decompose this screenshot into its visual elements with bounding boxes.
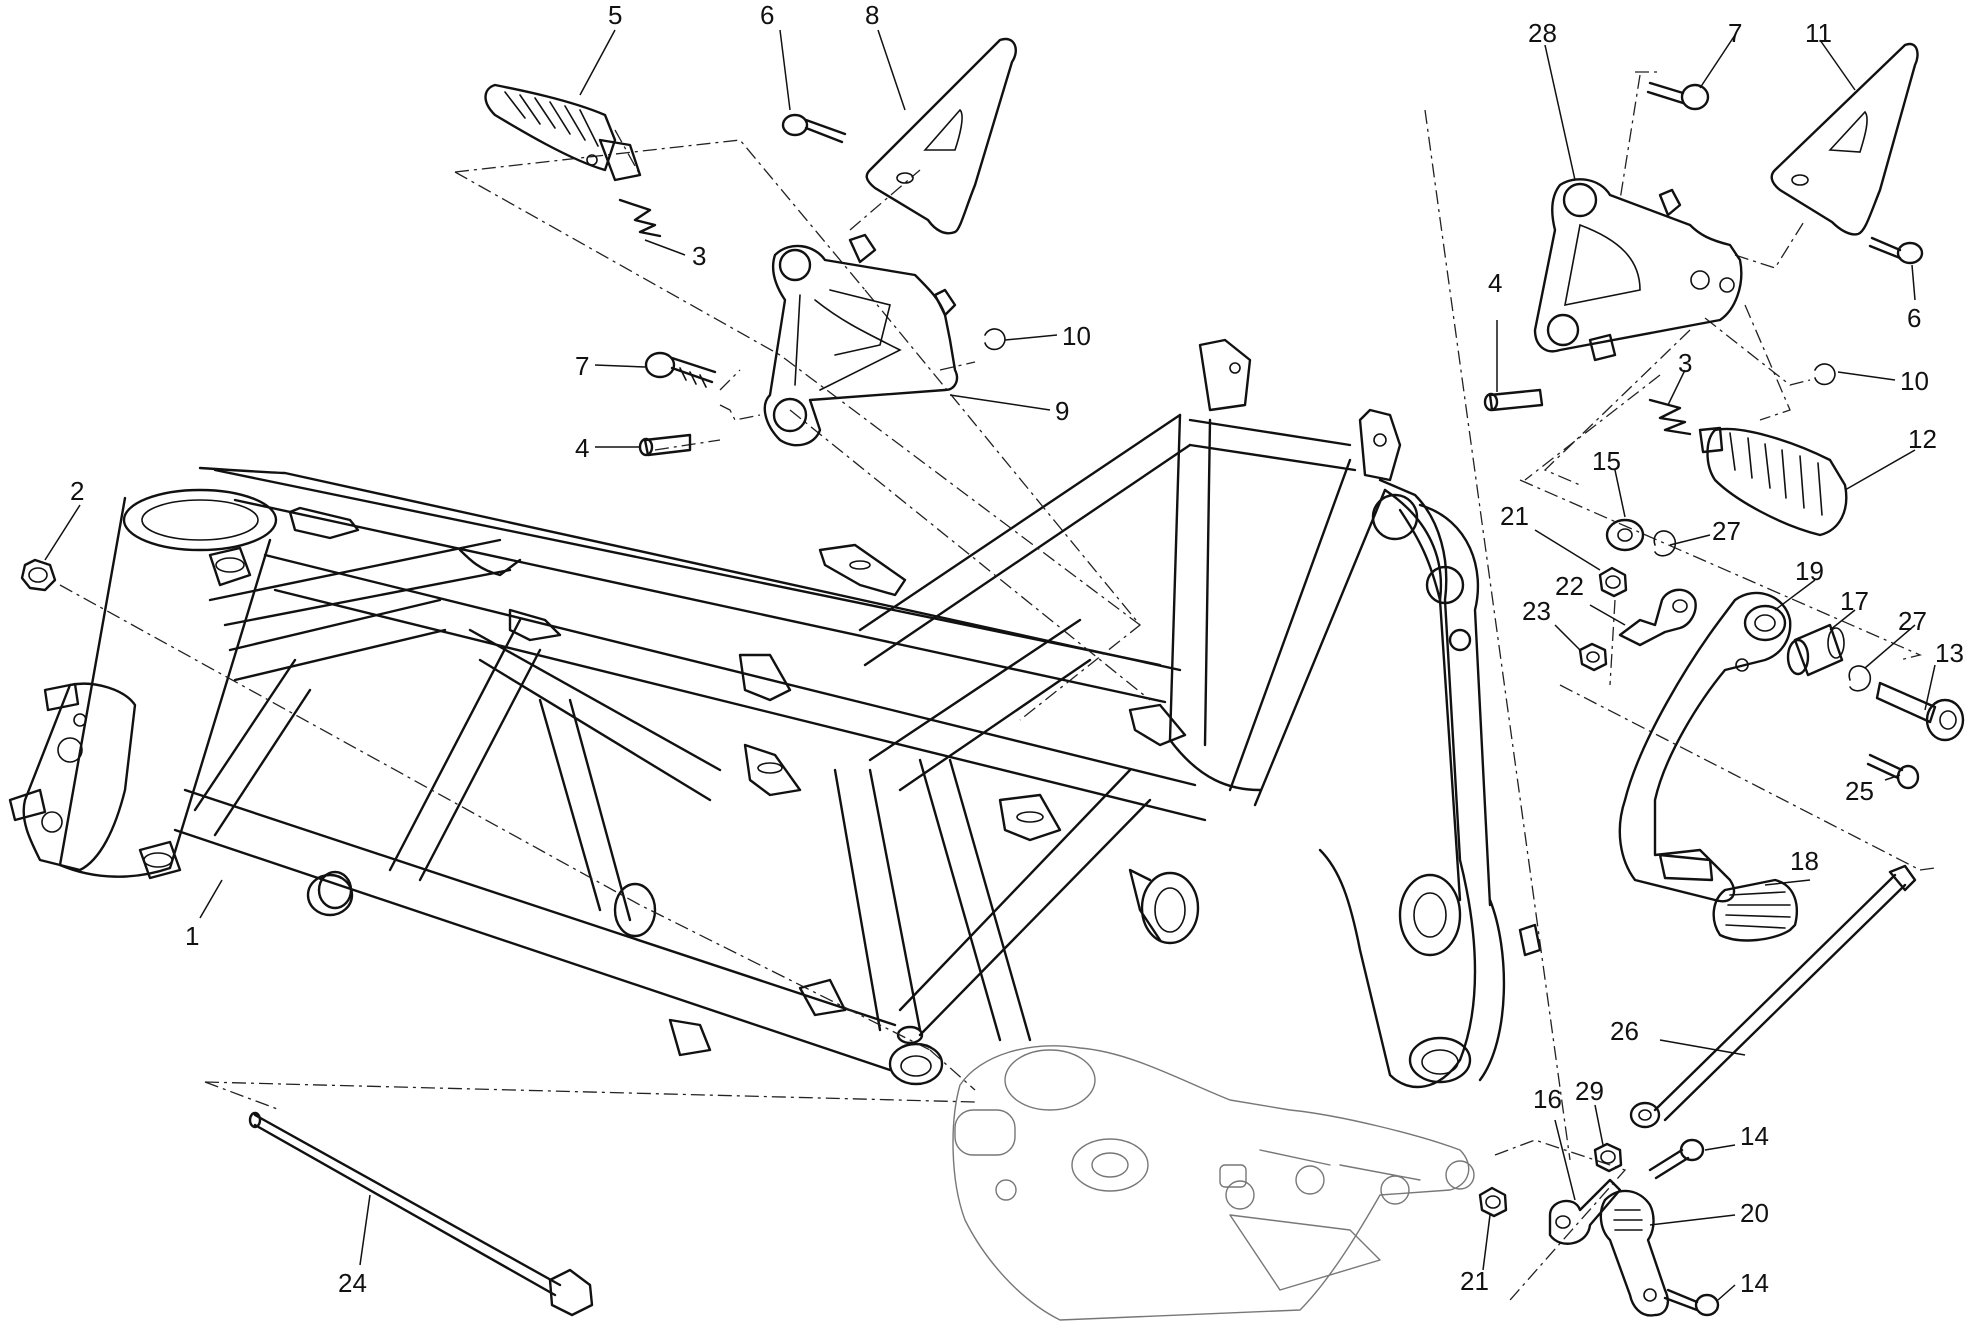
bolt-14-upper xyxy=(1648,1138,1705,1180)
footpeg-bracket-28 xyxy=(1533,178,1743,362)
spring-3-right xyxy=(1648,398,1692,436)
nut-23 xyxy=(1578,642,1608,672)
spring-3-left xyxy=(618,198,662,238)
callout-16: 16 xyxy=(1533,1084,1562,1114)
callout-3: 3 xyxy=(1678,348,1692,378)
trellis-frame xyxy=(8,338,1542,1089)
callout-14: 14 xyxy=(1740,1121,1769,1151)
callout-labels: 5 6 8 3 10 7 9 4 2 1 24 28 7 11 6 4 3 10… xyxy=(70,0,1964,1298)
callout-4: 4 xyxy=(1488,268,1502,298)
gear-lever-19 xyxy=(1618,591,1792,903)
bolt-7-left xyxy=(644,351,717,388)
callout-6: 6 xyxy=(760,0,774,30)
callout-5: 5 xyxy=(608,0,622,30)
frame-tab-1 xyxy=(288,506,360,540)
callout-24: 24 xyxy=(338,1268,367,1298)
callout-14: 14 xyxy=(1740,1268,1769,1298)
nut-29 xyxy=(1593,1142,1623,1173)
callout-3: 3 xyxy=(692,241,706,271)
callout-27: 27 xyxy=(1898,606,1927,636)
callout-23: 23 xyxy=(1522,596,1551,626)
pin-4-left xyxy=(638,433,692,457)
rod-end-22 xyxy=(1618,588,1697,647)
bolt-7-right xyxy=(1646,81,1710,111)
right-footpeg-12 xyxy=(1698,426,1848,537)
callout-18: 18 xyxy=(1790,846,1819,876)
bolt-14-lower xyxy=(1663,1288,1720,1317)
callout-2: 2 xyxy=(70,476,84,506)
nut-2 xyxy=(20,558,57,592)
callout-21: 21 xyxy=(1460,1266,1489,1296)
callout-20: 20 xyxy=(1740,1198,1769,1228)
nut-21-upper xyxy=(1598,566,1628,598)
callout-29: 29 xyxy=(1575,1076,1604,1106)
circlip-27-upper xyxy=(1653,530,1677,557)
shift-arm-20 xyxy=(1599,1189,1669,1317)
left-footpeg xyxy=(484,83,662,238)
callout-1: 1 xyxy=(185,921,199,951)
callout-8: 8 xyxy=(865,0,879,30)
callout-26: 26 xyxy=(1610,1016,1639,1046)
callout-9: 9 xyxy=(1055,396,1069,426)
callout-11: 11 xyxy=(1805,18,1832,48)
circlip-10-right xyxy=(1814,363,1836,386)
callout-19: 19 xyxy=(1795,556,1824,586)
bolt-6-right xyxy=(1868,236,1924,265)
footpeg-bracket-9 xyxy=(763,233,959,447)
callout-4: 4 xyxy=(575,433,589,463)
heel-guard-8 xyxy=(865,37,1017,235)
frame-tab-5 xyxy=(743,743,802,797)
callout-25: 25 xyxy=(1845,776,1874,806)
pedal-rubber-18 xyxy=(1712,878,1798,942)
frame-tab-3 xyxy=(508,608,562,642)
washer-15 xyxy=(1605,518,1645,552)
callout-7: 7 xyxy=(1728,18,1742,48)
bolt-6-left xyxy=(781,113,847,144)
bolt-25 xyxy=(1866,753,1920,790)
callout-7: 7 xyxy=(575,351,589,381)
heel-guard-11 xyxy=(1770,42,1919,236)
nut-21-lower xyxy=(1478,1186,1508,1218)
bolt-13 xyxy=(1875,681,1965,742)
frame-tab-6 xyxy=(998,793,1062,842)
leader-lines xyxy=(44,29,1936,1301)
callout-27: 27 xyxy=(1712,516,1741,546)
frame-tab-2 xyxy=(818,543,907,597)
circlip-27-lower xyxy=(1848,665,1872,692)
steering-head-tube xyxy=(58,496,272,878)
callout-17: 17 xyxy=(1840,586,1869,616)
callout-12: 12 xyxy=(1908,424,1937,454)
pin-4-right xyxy=(1483,388,1544,412)
bushing-17 xyxy=(1786,623,1845,677)
circlip-10-left xyxy=(984,328,1006,351)
engine-ghost xyxy=(952,1045,1475,1321)
callout-6: 6 xyxy=(1907,303,1921,333)
callout-28: 28 xyxy=(1528,18,1557,48)
shift-rod-26 xyxy=(1629,864,1917,1129)
callout-13: 13 xyxy=(1935,638,1964,668)
frame-tab-4 xyxy=(738,653,792,702)
callout-21: 21 xyxy=(1500,501,1529,531)
shaft-24 xyxy=(248,1111,594,1317)
callout-15: 15 xyxy=(1592,446,1621,476)
callout-10: 10 xyxy=(1062,321,1091,351)
callout-10: 10 xyxy=(1900,366,1929,396)
rod-end-16 xyxy=(1548,1178,1622,1245)
callout-22: 22 xyxy=(1555,571,1584,601)
assembly-lines xyxy=(59,71,1936,1301)
